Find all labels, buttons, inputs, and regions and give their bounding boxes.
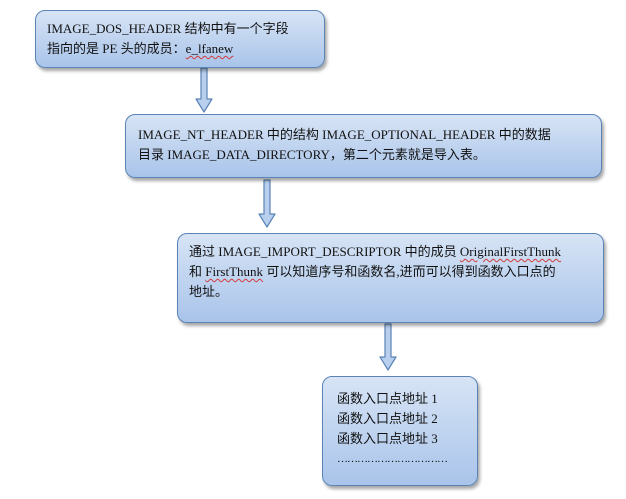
import-descriptor-text-line2: 和 FirstThunk 可以知道序号和函数名,进而可以得到函数入口点的 [189, 262, 593, 282]
entry-points-node: 函数入口点地址 1 函数入口点地址 2 函数入口点地址 3 …………………………… [322, 376, 478, 486]
first-thunk-term: FirstThunk [205, 264, 264, 279]
import-descriptor-text-line3: 地址。 [189, 284, 229, 299]
entry-point-item-1: 函数入口点地址 1 [337, 391, 438, 406]
dos-header-text-line1: IMAGE_DOS_HEADER 结构中有一个字段 [47, 21, 289, 36]
arrow-box2-to-box3 [258, 179, 276, 228]
entry-point-item-3: 函数入口点地址 3 [337, 431, 438, 446]
nt-header-node: IMAGE_NT_HEADER 中的结构 IMAGE_OPTIONAL_HEAD… [125, 114, 602, 178]
e-lfanew-term: e_lfanew [185, 41, 234, 56]
dos-header-text-line2-prefix: 指向的是 PE 头的成员： [47, 41, 186, 56]
arrow-box1-to-box2 [195, 67, 213, 113]
nt-header-text-line1: IMAGE_NT_HEADER 中的结构 IMAGE_OPTIONAL_HEAD… [138, 127, 551, 142]
entry-point-item-2: 函数入口点地址 2 [337, 411, 438, 426]
import-descriptor-line2-suffix: 可以知道序号和函数名,进而可以得到函数入口点的 [263, 264, 556, 279]
import-descriptor-line1-prefix: 通过 IMAGE_IMPORT_DESCRIPTOR 中的成员 [189, 244, 460, 259]
arrow-box3-to-box4 [379, 323, 397, 371]
import-descriptor-line2-prefix: 和 [189, 264, 206, 279]
nt-header-text-line2: 目录 IMAGE_DATA_DIRECTORY，第二个元素就是导入表。 [138, 147, 486, 162]
entry-point-ellipsis: …………………………… [337, 453, 448, 465]
original-first-thunk-term: OriginalFirstThunk [459, 244, 562, 259]
dos-header-text-line2: 指向的是 PE 头的成员：e_lfanew [47, 39, 314, 59]
import-descriptor-text-line1: 通过 IMAGE_IMPORT_DESCRIPTOR 中的成员 Original… [189, 242, 593, 262]
import-descriptor-node: 通过 IMAGE_IMPORT_DESCRIPTOR 中的成员 Original… [177, 233, 604, 323]
dos-header-node: IMAGE_DOS_HEADER 结构中有一个字段 指向的是 PE 头的成员：e… [35, 10, 325, 68]
